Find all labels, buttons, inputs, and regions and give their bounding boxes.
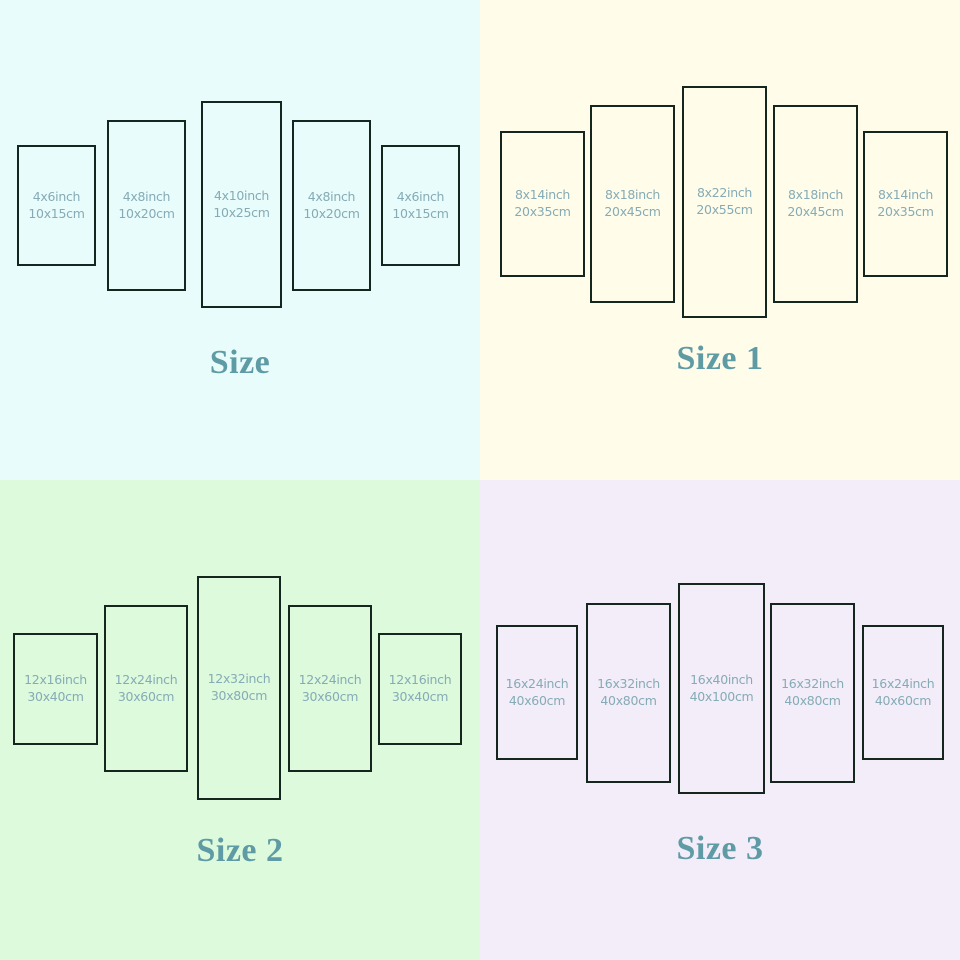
panel-size-cm: 10x15cm — [28, 205, 85, 221]
quadrant-title-size-1: Size 1 — [676, 340, 764, 377]
panel-size-cm: 30x60cm — [117, 688, 175, 704]
panel-size-cm: 20x45cm — [604, 204, 661, 219]
panel-size-cm: 30x40cm — [391, 689, 449, 704]
panel-size-inch: 4x8inch — [307, 188, 356, 204]
panel-size-inch: 8x18inch — [604, 187, 661, 203]
panel-size-inch: 16x24inch — [871, 675, 935, 691]
panel-size-cm: 10x15cm — [392, 205, 449, 221]
panel-size-inch: 16x40inch — [690, 671, 753, 687]
panel-size-inch: 4x6inch — [32, 188, 81, 204]
panel-size-cm: 10x20cm — [303, 205, 360, 221]
panel-size-inch: 8x14inch — [877, 187, 934, 203]
panel-size-inch: 12x24inch — [298, 671, 362, 687]
panel-size-cm: 30x40cm — [27, 689, 84, 704]
panel-size-cm: 40x80cm — [600, 693, 657, 708]
panel-size-inch: 4x10inch — [213, 187, 270, 203]
panel-size-cm: 20x35cm — [877, 204, 934, 219]
panel-size-inch: 12x16inch — [24, 672, 87, 688]
panel-size-inch: 16x32inch — [597, 676, 660, 692]
quadrant-title-size-3: Size 3 — [676, 830, 764, 867]
panel-size-inch: 12x32inch — [207, 671, 271, 687]
panel-size-cm: 40x100cm — [689, 688, 754, 704]
quadrant-title-size-2: Size 2 — [196, 832, 284, 869]
panel-size-inch: 8x18inch — [787, 187, 844, 203]
panel-size-inch: 16x32inch — [781, 676, 844, 692]
panel-size-inch: 8x14inch — [514, 187, 571, 203]
panel-size-inch: 12x24inch — [114, 671, 178, 687]
panel-size-inch: 4x6inch — [396, 188, 445, 204]
panel-size-cm: 10x25cm — [213, 204, 270, 220]
panel-size-cm: 40x60cm — [508, 692, 566, 708]
panel-size-cm: 10x20cm — [118, 205, 175, 221]
panel-size-cm: 30x80cm — [210, 688, 268, 703]
panel-size-cm: 40x60cm — [874, 692, 932, 708]
panel-size-inch: 12x16inch — [388, 672, 452, 688]
panel-size-cm: 40x80cm — [784, 693, 841, 708]
panel-size-cm: 30x60cm — [301, 688, 359, 704]
panel-size-cm: 20x55cm — [696, 202, 753, 217]
panel-size-inch: 4x8inch — [122, 188, 171, 204]
panel-size-inch: 8x22inch — [696, 185, 753, 201]
panel-size-cm: 20x35cm — [514, 204, 571, 219]
panel-size-inch: 16x24inch — [505, 675, 569, 691]
panel-size-cm: 20x45cm — [787, 204, 844, 219]
quadrant-title-size: Size — [209, 344, 271, 381]
